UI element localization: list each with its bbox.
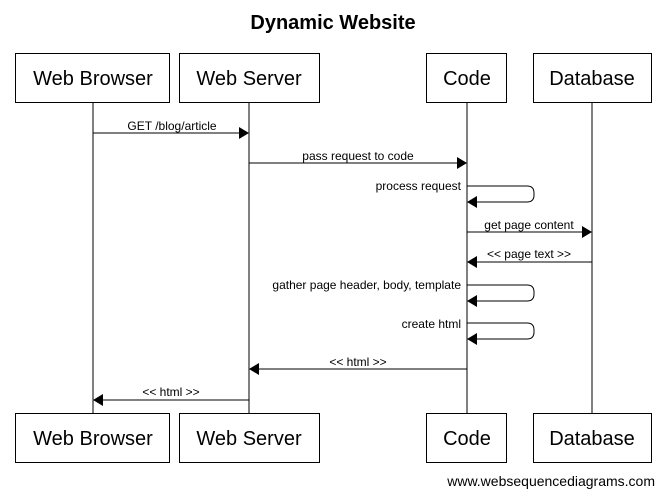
lifelines [92,103,593,413]
message-label: get page content [484,218,574,232]
message-process-request: process request [376,179,535,208]
participant-code-bottom: Code [426,413,507,463]
message-get-blog-article: GET /blog/article [93,119,249,139]
participant-label: Code [443,428,491,450]
self-message-loop [467,185,535,203]
message-create-html: create html [402,317,535,345]
participant-web-browser-top: Web Browser [15,53,170,103]
message-get-page-content: get page content [467,218,592,238]
message-html-to-browser: << html >> [93,385,249,406]
message-label: gather page header, body, template [272,278,461,292]
participant-database-top: Database [533,53,652,103]
participant-box [533,53,652,103]
participant-web-browser-bottom: Web Browser [15,413,170,463]
message-page-text: << page text >> [467,247,592,268]
message-label: pass request to code [302,149,414,163]
arrowhead-solid [582,226,592,238]
arrowhead-solid [93,394,103,406]
message-label: GET /blog/article [127,119,216,133]
arrowhead-solid [467,256,477,268]
participant-web-server-bottom: Web Server [179,413,320,463]
participant-code-top: Code [426,53,507,103]
arrowhead-solid [249,363,259,375]
participant-label: Web Server [196,428,302,450]
participant-box [426,53,507,103]
message-label: << html >> [142,385,199,399]
arrowhead-solid [467,196,477,208]
participant-box [426,413,507,463]
participant-label: Code [443,68,491,90]
message-label: process request [376,179,462,193]
participant-box [533,413,652,463]
arrowhead-solid [467,333,477,345]
message-label: << page text >> [487,247,571,261]
participant-web-server-top: Web Server [179,53,320,103]
participant-box [179,413,320,463]
diagram-title: Dynamic Website [250,12,415,34]
self-message-loop [467,284,535,302]
arrowhead-solid [457,157,467,169]
participant-label: Database [549,68,635,90]
participant-box [179,53,320,103]
message-pass-request-to-code: pass request to code [249,149,467,169]
participant-box [15,53,170,103]
message-gather-page-header: gather page header, body, template [272,278,535,307]
self-message-loop [467,322,535,340]
message-html-to-server: << html >> [249,355,467,375]
message-label: << html >> [329,355,386,369]
participant-database-bottom: Database [533,413,652,463]
message-label: create html [402,317,461,331]
participant-label: Web Server [196,68,302,90]
participant-label: Web Browser [33,68,153,90]
participant-label: Web Browser [33,428,153,450]
participant-label: Database [549,428,635,450]
participant-box [15,413,170,463]
arrowhead-solid [239,127,249,139]
credit-link[interactable]: www.websequencediagrams.com [446,473,655,489]
arrowhead-solid [467,295,477,307]
